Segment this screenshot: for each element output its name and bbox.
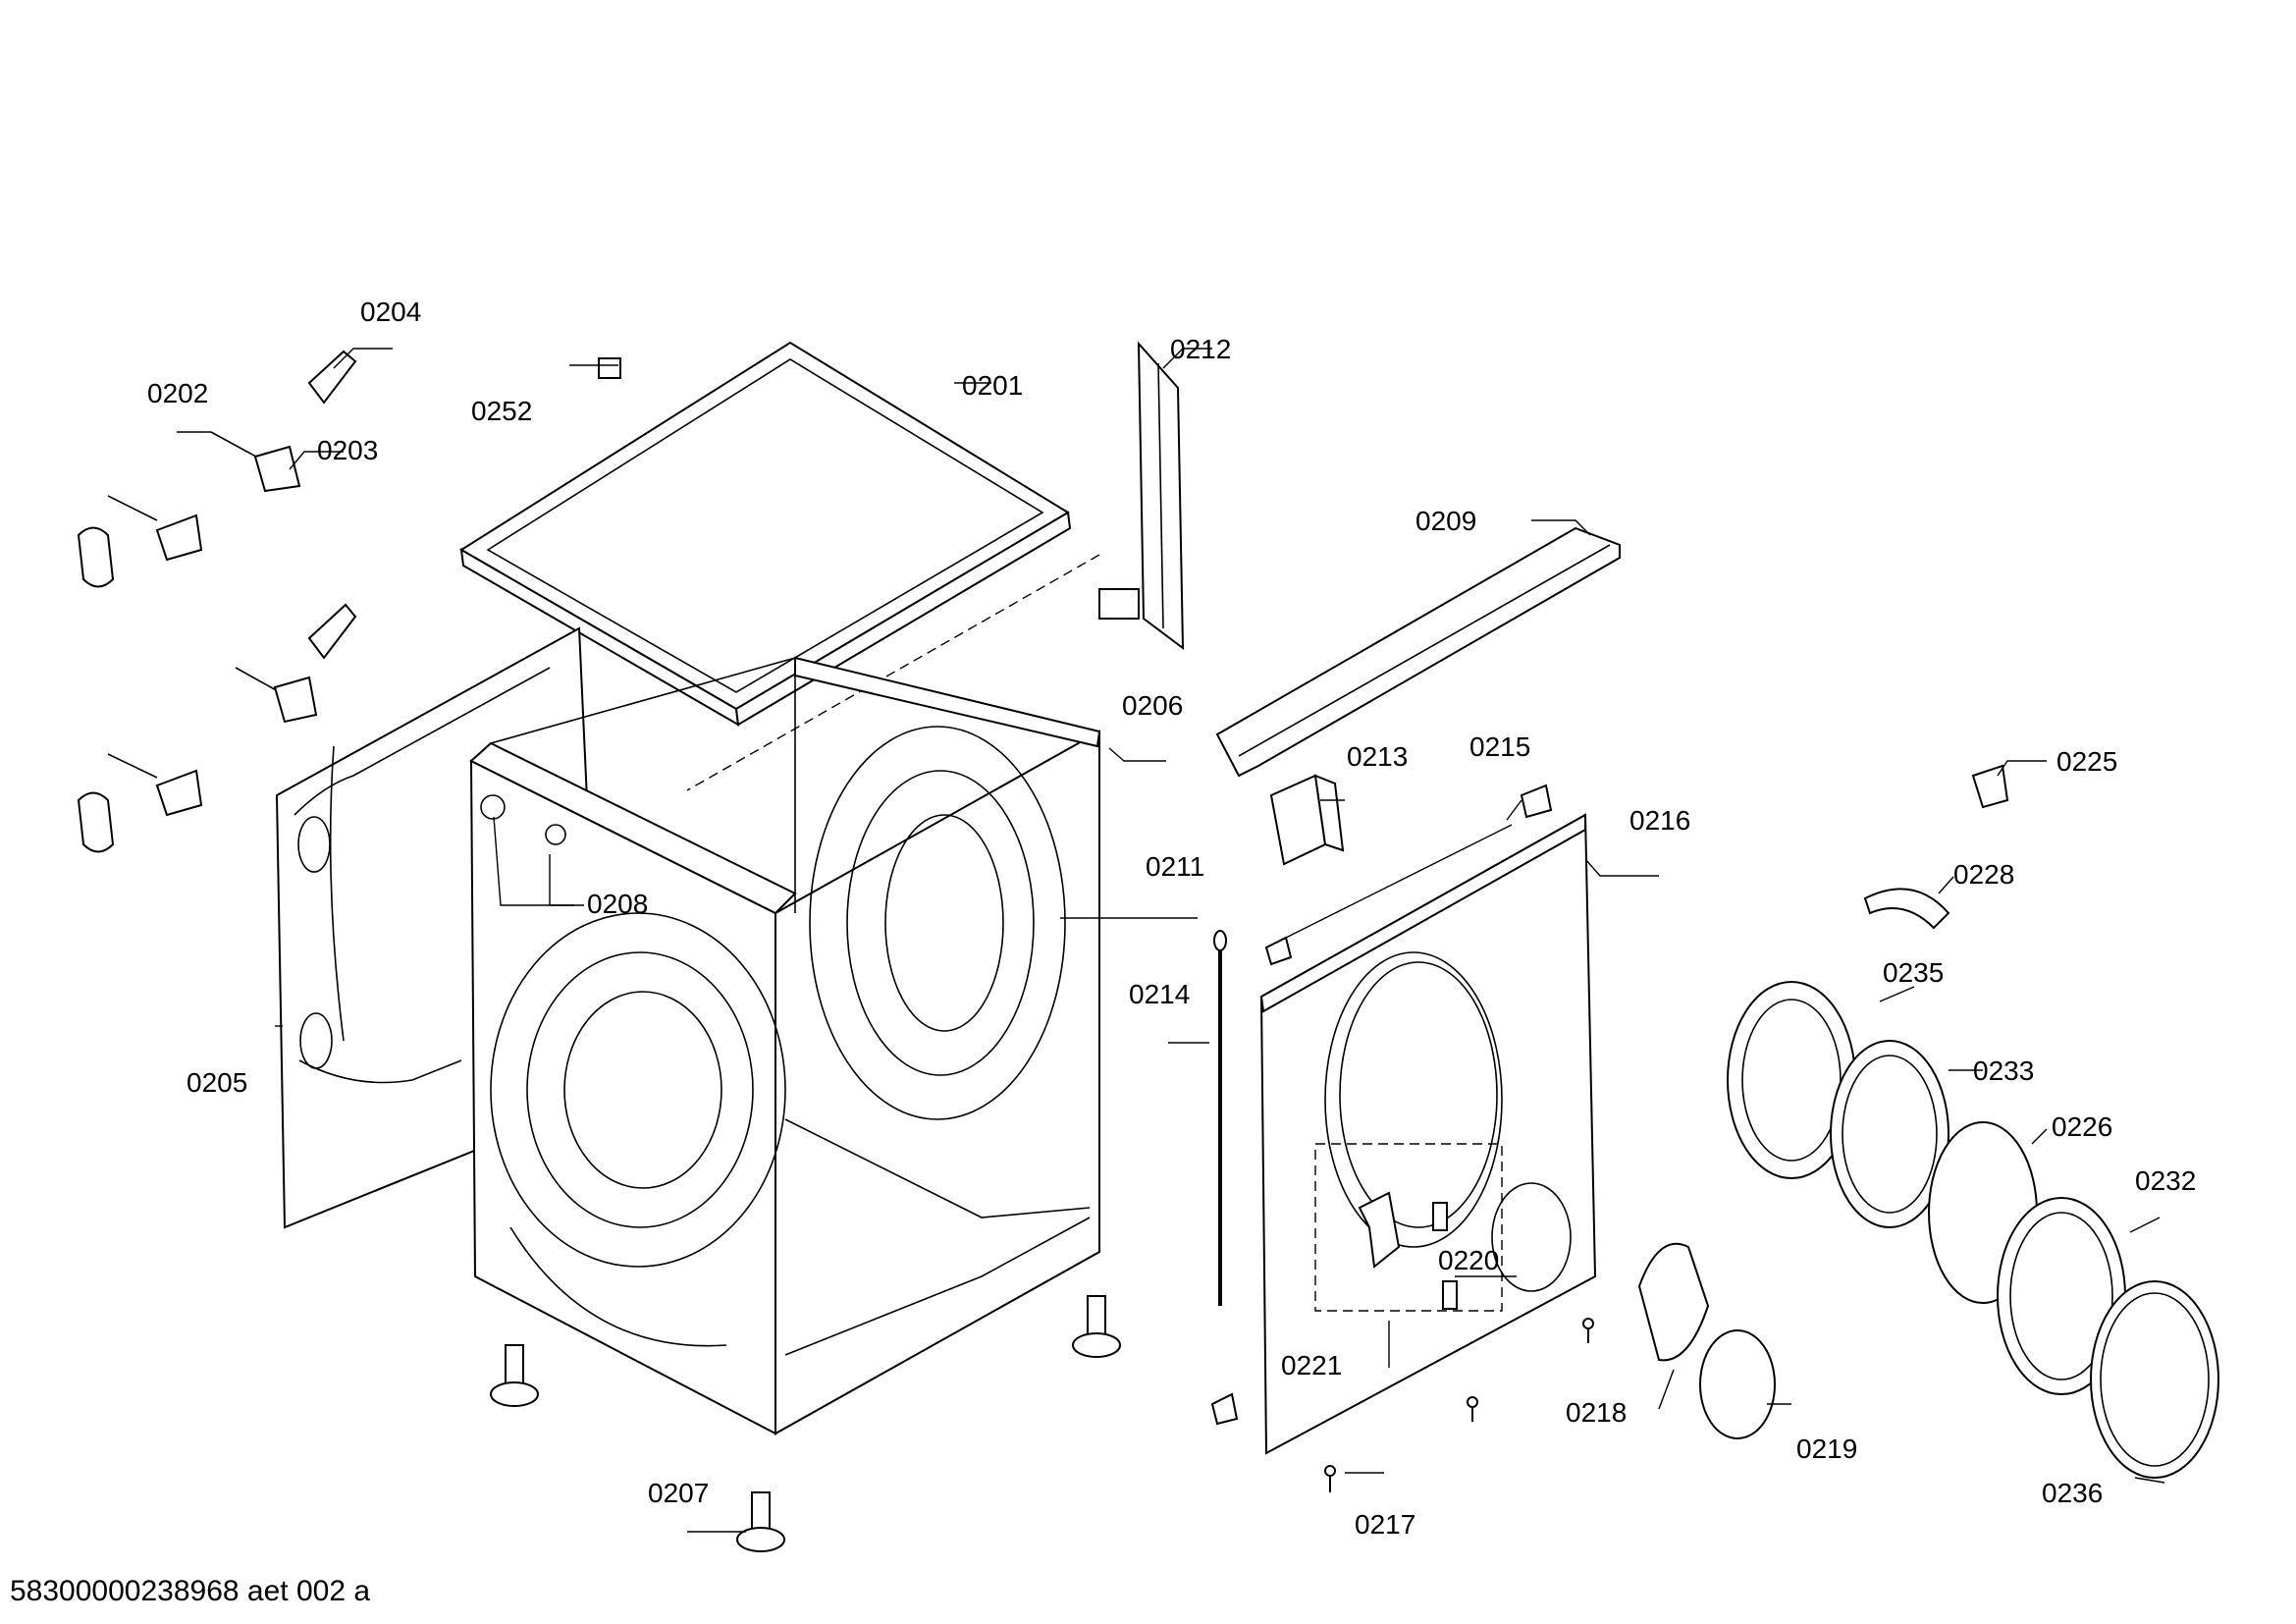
label-0207: 0207 <box>648 1478 709 1508</box>
label-0225: 0225 <box>2056 746 2117 777</box>
screw-parts <box>1210 784 1594 1492</box>
control-module-part <box>1269 774 1345 866</box>
door-parts <box>1727 764 2219 1479</box>
label-0206: 0206 <box>1122 690 1183 721</box>
label-0217: 0217 <box>1355 1509 1415 1540</box>
label-0202: 0202 <box>147 378 208 408</box>
foot-part <box>490 1295 1121 1552</box>
front-panel-part <box>1259 813 1597 1455</box>
label-0215: 0215 <box>1469 731 1530 762</box>
label-0252: 0252 <box>471 396 532 426</box>
vertical-rail-part <box>1098 341 1185 651</box>
label-0204: 0204 <box>360 297 421 327</box>
label-0232: 0232 <box>2135 1165 2196 1196</box>
hinge-cover-parts <box>1637 1242 1776 1439</box>
label-0214: 0214 <box>1129 979 1190 1009</box>
label-0221: 0221 <box>1281 1350 1342 1380</box>
label-0216: 0216 <box>1629 805 1690 836</box>
label-0220: 0220 <box>1438 1245 1499 1275</box>
label-0218: 0218 <box>1566 1397 1627 1428</box>
label-0226: 0226 <box>2052 1111 2112 1142</box>
label-0205: 0205 <box>187 1067 247 1098</box>
label-0233: 0233 <box>1973 1056 2034 1086</box>
drawing-number: 58300000238968 aet 002 a <box>10 1575 370 1607</box>
leader-lines <box>177 348 2165 1533</box>
label-0203: 0203 <box>317 435 378 465</box>
label-0219: 0219 <box>1796 1434 1857 1464</box>
rod-part <box>1213 930 1227 1306</box>
label-0235: 0235 <box>1883 957 1944 988</box>
label-0201: 0201 <box>962 370 1023 401</box>
label-0208: 0208 <box>587 889 648 919</box>
lock-parts <box>1358 1191 1458 1310</box>
label-0209: 0209 <box>1415 506 1476 536</box>
label-0211: 0211 <box>1146 851 1204 882</box>
label-0212: 0212 <box>1170 334 1231 364</box>
hinge-bracket-parts <box>77 350 621 853</box>
label-0228: 0228 <box>1953 859 2014 890</box>
label-0236: 0236 <box>2042 1478 2103 1508</box>
top-rail-part <box>1215 526 1621 778</box>
cabinet-frame-part <box>469 656 1101 1435</box>
label-0213: 0213 <box>1347 741 1408 772</box>
